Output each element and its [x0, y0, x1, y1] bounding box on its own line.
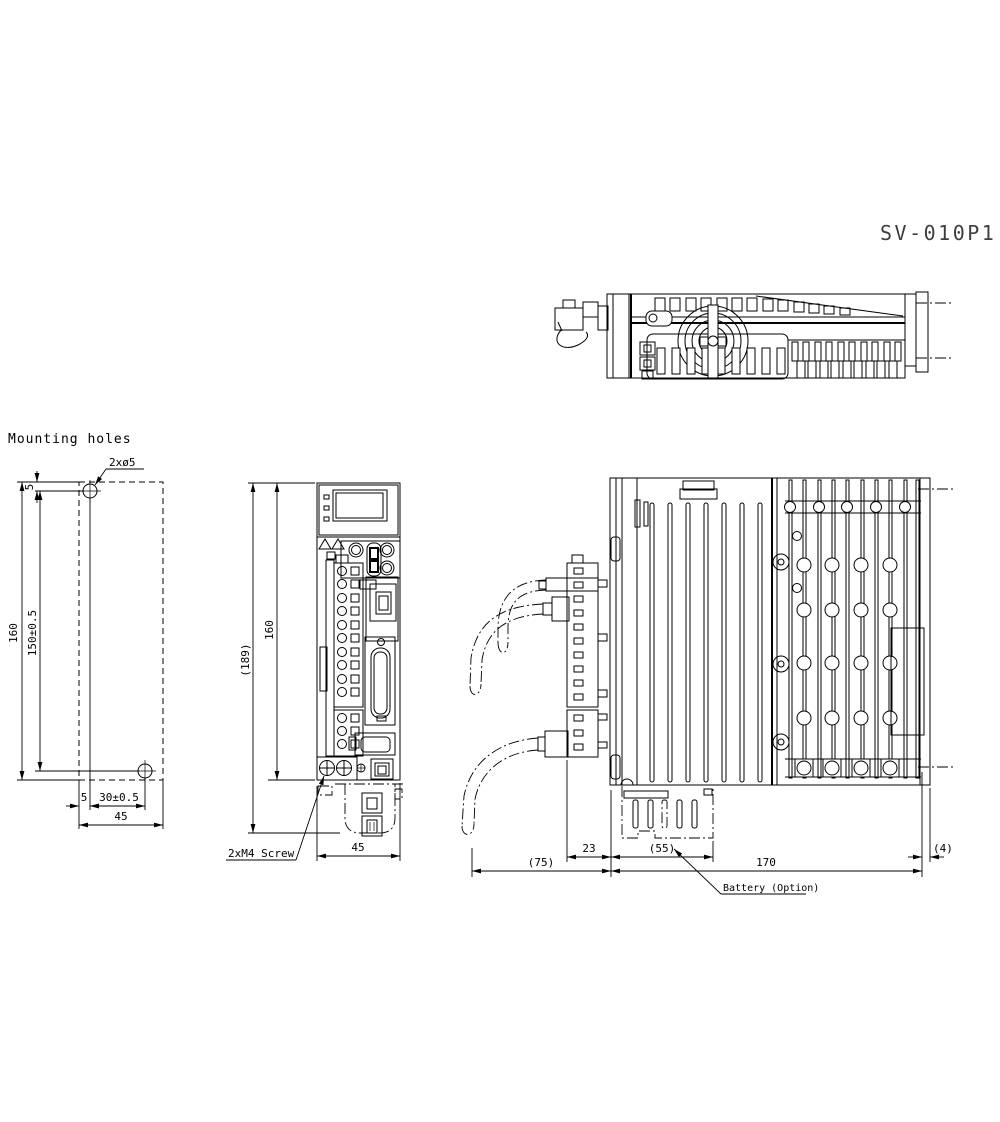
small-connector [370, 758, 394, 780]
top-view-vent-slots [654, 297, 851, 316]
dim-hole-pitch-horizontal: 30±0.5 [90, 791, 145, 809]
svg-text:150±0.5: 150±0.5 [26, 610, 39, 656]
dim-front-clearance: (75) [472, 856, 611, 874]
dim-hole-left-offset: 5 [66, 791, 103, 809]
usb-connector [365, 576, 399, 642]
dim-mounting-height: 160 [7, 482, 25, 780]
top-view-bottom-slots [656, 347, 786, 375]
svg-text:45: 45 [114, 810, 127, 823]
hole-callout-text: 2xø5 [109, 456, 136, 469]
ground-screws [316, 756, 394, 781]
svg-text:160: 160 [263, 620, 276, 640]
display-panel [318, 484, 399, 536]
svg-text:5: 5 [23, 484, 36, 491]
screw-callout-text: 2xM4 Screw [228, 847, 295, 860]
top-view [554, 291, 952, 380]
terminal-block [319, 554, 377, 757]
top-view-rear-plate [915, 291, 929, 373]
top-view-latch [645, 310, 673, 327]
hole-callout: 2xø5 [94, 456, 144, 486]
dim-depth: 170 [611, 856, 922, 874]
battery-callout-text: Battery (Option) [723, 883, 819, 894]
dsub-connector [364, 636, 396, 726]
dim-battery-depth: (55) [611, 842, 713, 860]
mounting-holes-label: Mounting holes [8, 432, 132, 447]
warning-triangle [318, 538, 332, 550]
mounting-plate-outline [78, 481, 164, 781]
svg-text:23: 23 [582, 842, 595, 855]
heatsink [784, 478, 925, 785]
dim-front-width: 45 [316, 783, 401, 861]
svg-text:(4): (4) [933, 842, 953, 855]
svg-text:(75): (75) [528, 856, 555, 869]
encoder-connector [348, 732, 396, 756]
dim-front-height: 160 [263, 483, 280, 780]
up-key [369, 547, 379, 560]
led-indicator [323, 516, 330, 522]
fan-hub [707, 335, 719, 347]
svg-text:160: 160 [7, 623, 20, 643]
side-vent-slots [649, 502, 763, 783]
fan-strut [707, 304, 719, 379]
cables-phantom [461, 579, 547, 835]
battery-housing-side [620, 778, 714, 839]
down-key [369, 560, 379, 573]
dim-rear-gap: (4) [908, 842, 953, 860]
top-view-front-bezel [606, 293, 630, 379]
side-view: 23 (55) (75) 170 (4) Battery (Option) [461, 477, 953, 895]
top-view-heatsink-comb [788, 339, 905, 379]
key-panel [340, 540, 401, 579]
svg-text:5: 5 [81, 791, 88, 804]
battery-callout: Battery (Option) [673, 848, 819, 895]
battery-housing-front [317, 783, 405, 837]
svg-text:170: 170 [756, 856, 776, 869]
drawing-title: SV-010P1 [880, 221, 996, 245]
svg-text:30±0.5: 30±0.5 [99, 791, 139, 804]
dim-hole-pitch-vertical: 150±0.5 [26, 491, 43, 771]
led-indicator [323, 505, 330, 511]
dim-hole-top-offset: 5 [23, 471, 40, 503]
dim-mounting-width: 45 [79, 810, 163, 828]
svg-text:(55): (55) [649, 842, 676, 855]
front-body-outline [316, 482, 401, 781]
dim-connector-depth: 23 [567, 842, 611, 860]
side-body-outline [609, 477, 931, 786]
front-view: (189) 160 45 2xM4 Screw [226, 482, 405, 861]
dim-front-overall-height: (189) [239, 483, 256, 833]
svg-text:(189): (189) [239, 643, 252, 676]
mounting-holes-view: Mounting holes 2xø5 160 [7, 432, 164, 829]
top-view-connector-stack [639, 341, 656, 380]
svg-text:45: 45 [351, 841, 364, 854]
top-view-cable-connector [554, 299, 609, 348]
screw-callout: 2xM4 Screw [226, 775, 325, 861]
top-view-chamfer-line [755, 295, 904, 317]
led-indicator [323, 494, 330, 500]
side-connector-blocks [537, 554, 608, 758]
